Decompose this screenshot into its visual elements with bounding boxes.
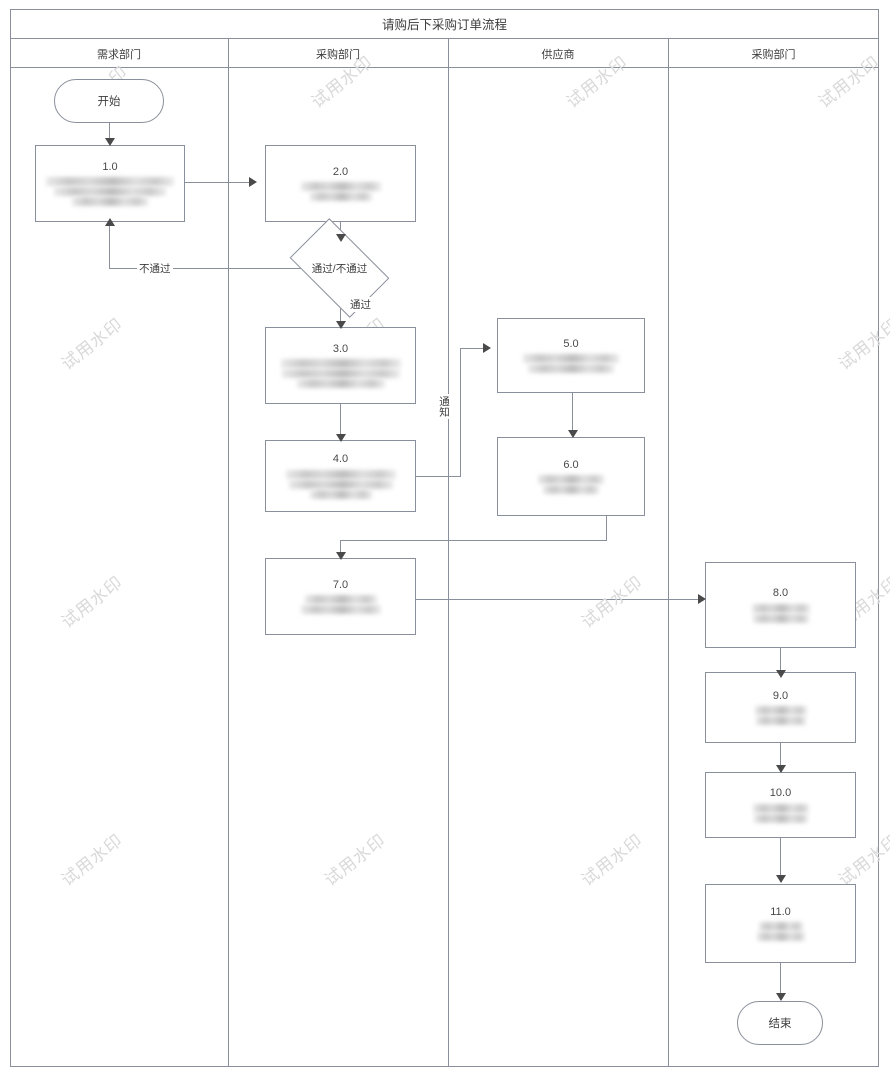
lane-divider-2 — [448, 39, 449, 1067]
node-5[interactable]: 5.0 — [497, 318, 645, 393]
arrowhead-down — [105, 138, 115, 146]
arrowhead-right — [249, 177, 257, 187]
node-10[interactable]: 10.0 — [705, 772, 856, 838]
lane-header-purchase: 采购部门 — [316, 48, 360, 61]
node-2[interactable]: 2.0 — [265, 145, 416, 222]
node-7-number: 7.0 — [332, 578, 349, 591]
connector-notify-to-n5 — [460, 348, 488, 350]
node-10-label-redacted — [752, 803, 809, 823]
node-4-label-redacted — [285, 469, 396, 499]
lane-header-demand: 需求部门 — [97, 48, 141, 61]
connector-notify-up — [460, 348, 462, 477]
arrowhead-down — [336, 234, 346, 242]
node-4[interactable]: 4.0 — [265, 440, 416, 512]
node-2-label-redacted — [300, 182, 381, 202]
connector-decision-fail — [109, 268, 303, 270]
connector-decision-pass — [340, 296, 342, 327]
arrowhead-down — [776, 875, 786, 883]
lane-divider-3 — [668, 39, 669, 1067]
connector-n3-to-n4 — [340, 404, 342, 440]
connector-n6-to-n7 — [340, 540, 607, 542]
node-1-label-redacted — [46, 177, 174, 207]
arrowhead-down — [776, 765, 786, 773]
lane-header-supplier: 供应商 — [541, 48, 575, 61]
pool-frame — [10, 9, 879, 1067]
connector-n11-to-end — [780, 963, 782, 1000]
arrowhead-down — [336, 321, 346, 329]
connector-start-to-n1 — [109, 122, 111, 144]
node-5-label-redacted — [523, 354, 619, 374]
node-3-number: 3.0 — [332, 342, 349, 355]
lane-divider-1 — [228, 39, 229, 1067]
arrowhead-right — [483, 343, 491, 353]
connector-into-n7 — [340, 540, 342, 558]
node-7[interactable]: 7.0 — [265, 558, 416, 635]
connector-fail-up-to-n1 — [109, 222, 111, 269]
node-decision-label: 通过/不通过 — [311, 262, 368, 275]
arrowhead-down — [776, 993, 786, 1001]
connector-n9-to-n10 — [780, 743, 782, 772]
connector-n10-to-n11 — [780, 838, 782, 882]
diagram-title: 请购后下采购订单流程 — [10, 9, 879, 39]
node-9[interactable]: 9.0 — [705, 672, 856, 743]
node-1-number: 1.0 — [102, 160, 118, 173]
connector-n8-to-n9 — [780, 648, 782, 677]
edge-label-fail: 不通过 — [137, 261, 173, 276]
node-8-label-redacted — [751, 603, 810, 623]
node-11-number: 11.0 — [770, 905, 791, 918]
connector-n1-to-n2 — [185, 182, 254, 184]
node-6-label-redacted — [538, 475, 604, 495]
edge-label-notify: 通知 — [437, 394, 452, 419]
connector-n7-to-n8 — [416, 599, 704, 601]
node-1[interactable]: 1.0 — [35, 145, 185, 222]
lane-header-purchase-2: 采购部门 — [751, 48, 796, 61]
node-8[interactable]: 8.0 — [705, 562, 856, 648]
node-end[interactable]: 结束 — [737, 1001, 823, 1045]
node-5-number: 5.0 — [563, 337, 579, 350]
node-6-number: 6.0 — [563, 458, 579, 471]
node-11[interactable]: 11.0 — [705, 884, 856, 963]
connector-n4-right — [416, 476, 461, 478]
node-3[interactable]: 3.0 — [265, 327, 416, 404]
node-8-number: 8.0 — [772, 587, 789, 600]
connector-n6-down — [606, 516, 608, 541]
node-6[interactable]: 6.0 — [497, 437, 645, 516]
node-7-label-redacted — [300, 595, 381, 615]
arrowhead-up — [105, 218, 115, 226]
arrowhead-down — [568, 430, 578, 438]
edge-label-pass: 通过 — [348, 297, 373, 312]
node-start-label: 开始 — [97, 96, 121, 108]
node-10-number: 10.0 — [769, 787, 792, 800]
node-decision[interactable]: 通过/不通过 — [289, 218, 390, 318]
arrowhead-down — [336, 434, 346, 442]
node-start[interactable]: 开始 — [54, 79, 164, 123]
node-9-label-redacted — [754, 706, 807, 726]
connector-n5-to-n6 — [572, 393, 574, 436]
node-9-number: 9.0 — [772, 689, 789, 702]
node-2-number: 2.0 — [332, 165, 349, 178]
arrowhead-down — [776, 670, 786, 678]
node-3-label-redacted — [280, 359, 401, 389]
node-4-number: 4.0 — [332, 453, 349, 466]
arrowhead-right — [698, 594, 706, 604]
node-end-label: 结束 — [768, 1018, 792, 1030]
lane-header-row: 需求部门 采购部门 供应商 采购部门 — [10, 39, 879, 68]
node-11-label-redacted — [756, 922, 805, 942]
arrowhead-down — [336, 552, 346, 560]
